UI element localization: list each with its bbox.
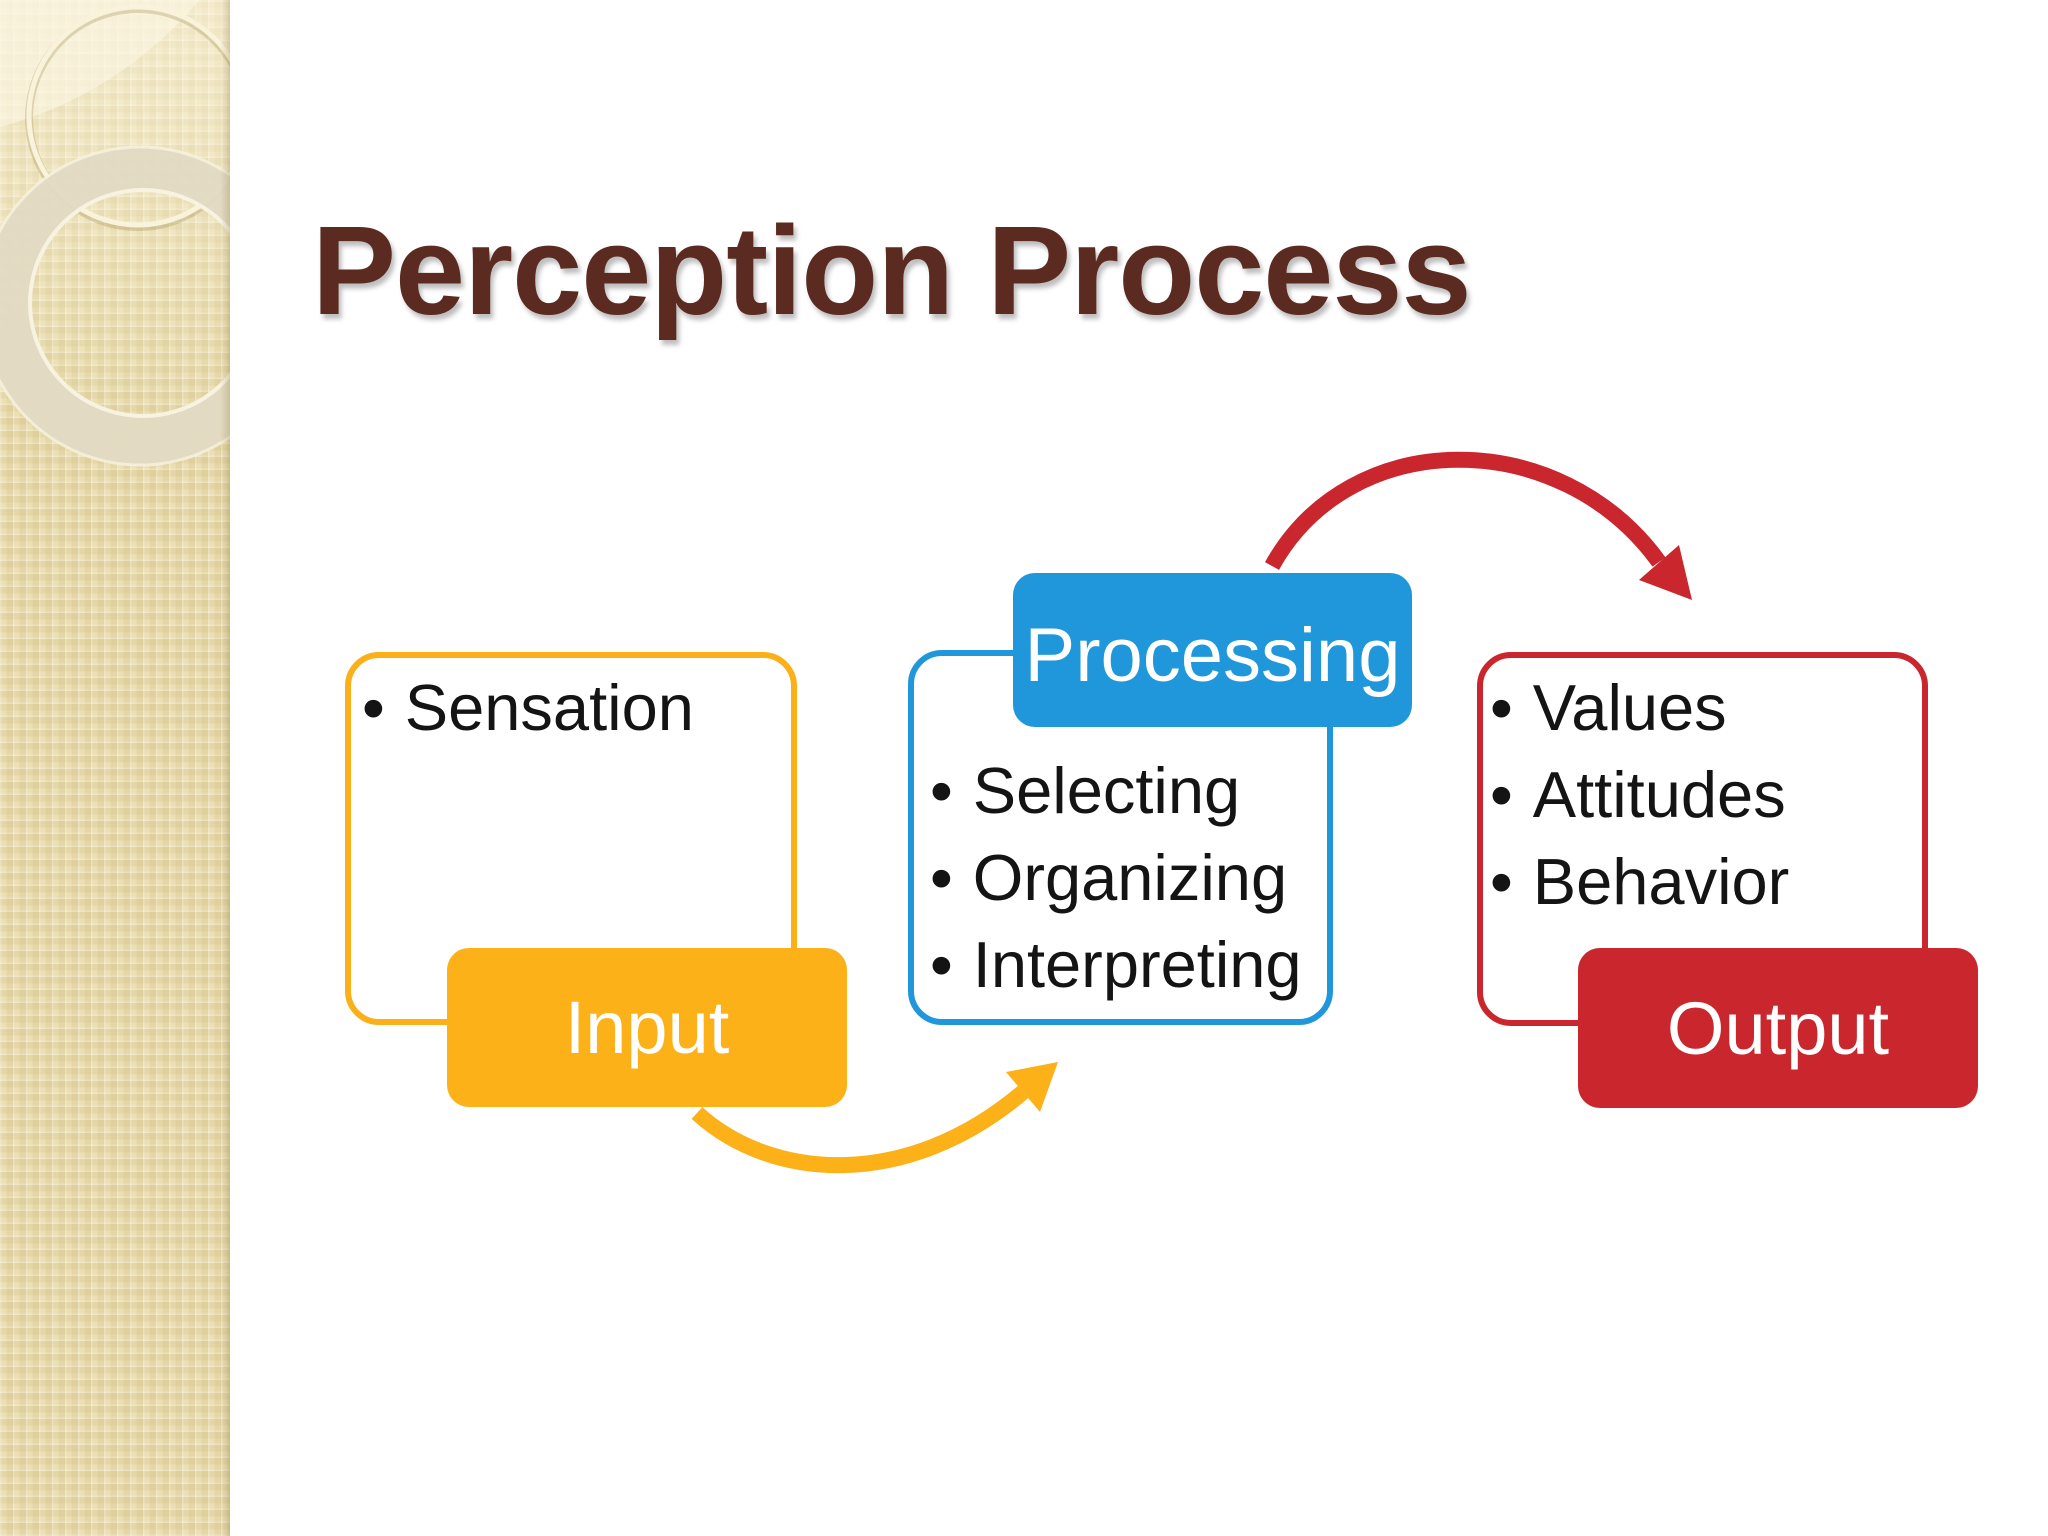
list-item: • Selecting	[930, 747, 1302, 834]
slide-title: Perception Process	[312, 200, 1472, 342]
output-label-tab: Output	[1578, 948, 1978, 1108]
processing-item-label: Organizing	[972, 841, 1288, 914]
output-item-label: Values	[1532, 671, 1727, 744]
bullet-icon: •	[930, 754, 953, 827]
processing-item-label: Interpreting	[972, 928, 1302, 1001]
list-item: • Sensation	[362, 664, 694, 751]
input-item-label: Sensation	[404, 671, 694, 744]
list-item: • Attitudes	[1490, 751, 1789, 838]
sidebar-edge-shadow	[220, 0, 230, 1536]
bullet-icon: •	[362, 671, 385, 744]
bullet-icon: •	[930, 841, 953, 914]
output-item-label: Attitudes	[1532, 758, 1786, 831]
processing-label-tab: Processing	[1013, 573, 1412, 727]
bullet-icon: •	[1490, 671, 1513, 744]
bullet-icon: •	[1490, 758, 1513, 831]
bullet-icon: •	[930, 928, 953, 1001]
input-label-tab: Input	[447, 948, 847, 1107]
list-item: • Behavior	[1490, 838, 1789, 925]
list-item: • Values	[1490, 664, 1789, 751]
output-bullet-list: • Values • Attitudes • Behavior	[1490, 664, 1789, 925]
list-item: • Organizing	[930, 834, 1302, 921]
processing-item-label: Selecting	[972, 754, 1241, 827]
sidebar-decoration	[0, 0, 230, 1536]
processing-bullet-list: • Selecting • Organizing • Interpreting	[930, 747, 1302, 1008]
input-bullet-list: • Sensation	[362, 664, 694, 751]
bullet-icon: •	[1490, 845, 1513, 918]
list-item: • Interpreting	[930, 921, 1302, 1008]
sidebar-circles-decoration	[0, 0, 230, 467]
output-item-label: Behavior	[1532, 845, 1790, 918]
